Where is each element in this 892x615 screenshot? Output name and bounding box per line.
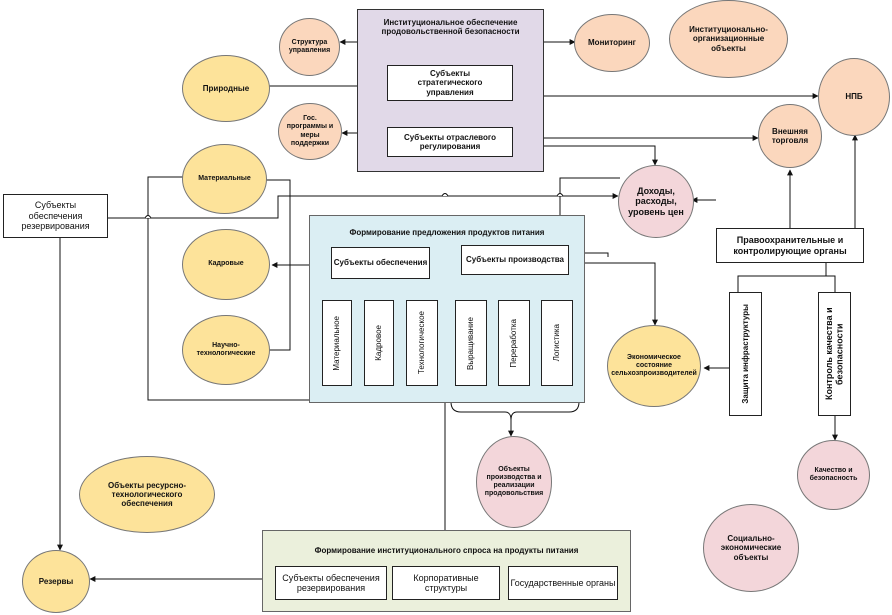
quality-safety-ellipse[interactable]: Качество и безопасность — [797, 440, 870, 510]
foreign-trade-ellipse[interactable]: Внешняя торговля — [758, 104, 822, 168]
personnel-ellipse[interactable]: Кадровые — [182, 229, 270, 300]
income-ellipse[interactable]: Доходы, расходы, уровень цен — [618, 165, 694, 238]
socio-economic-ellipse[interactable]: Социально-экономические объекты — [703, 504, 799, 592]
resource-objects-ellipse[interactable]: Объекты ресурсно-технологического обеспе… — [79, 456, 215, 533]
column-material[interactable]: Материальное — [322, 300, 352, 386]
demand-corporate-structures[interactable]: Корпоративные структуры — [392, 566, 500, 600]
inst-org-objects-ellipse[interactable]: Институционально-организационные объекты — [669, 0, 788, 78]
column-material-label: Материальное — [332, 315, 342, 371]
column-growing-label: Выращивание — [466, 316, 476, 370]
demand-government-bodies[interactable]: Государственные органы — [508, 566, 618, 600]
column-processing-label: Переработка — [509, 318, 519, 368]
economic-state-ellipse[interactable]: Экономическое состояние сельхозпроизводи… — [607, 325, 701, 407]
monitoring-ellipse[interactable]: Мониторинг — [574, 14, 650, 72]
column-growing[interactable]: Выращивание — [455, 300, 487, 386]
sci-tech-ellipse[interactable]: Научно-технологические — [182, 315, 270, 385]
infra-protection-box[interactable]: Защита инфраструктуры — [729, 292, 762, 416]
support-subjects-box[interactable]: Субъекты обеспечения — [331, 247, 430, 279]
demand-panel-title: Формирование институционального спроса н… — [314, 546, 579, 555]
reserves-ellipse[interactable]: Резервы — [22, 550, 90, 613]
infra-protection-label: Защита инфраструктуры — [740, 304, 750, 404]
natural-ellipse[interactable]: Природные — [182, 55, 270, 122]
column-logistics-label: Логистика — [552, 324, 562, 362]
column-processing[interactable]: Переработка — [498, 300, 530, 386]
quality-control-label: Контроль качества и безопасности — [824, 307, 845, 401]
material-ellipse[interactable]: Материальные — [182, 144, 267, 214]
supply-panel-title: Формирование предложения продуктов питан… — [349, 228, 545, 237]
institutional-panel-title: Институциональное обеспечение продовольс… — [381, 18, 520, 37]
column-technological-label: Технологическое — [417, 311, 427, 375]
law-enforcement-box[interactable]: Правоохранительные и контролирующие орга… — [716, 228, 864, 263]
quality-control-box[interactable]: Контроль качества и безопасности — [818, 292, 851, 416]
prod-objects-ellipse[interactable]: Объекты производства и реализации продов… — [476, 436, 552, 528]
production-subjects-box[interactable]: Субъекты производства — [461, 245, 569, 275]
npb-ellipse[interactable]: НПБ — [818, 58, 890, 136]
column-technological[interactable]: Технологическое — [406, 300, 438, 386]
demand-reserve-subjects[interactable]: Субъекты обеспечения резервирования — [275, 566, 387, 600]
reserve-subjects-box[interactable]: Субъекты обеспечения резервирования — [3, 194, 108, 238]
management-structure-ellipse[interactable]: Структура управления — [279, 18, 340, 76]
strategic-subjects-box[interactable]: Субъекты стратегического управления — [387, 65, 513, 101]
column-logistics[interactable]: Логистика — [541, 300, 573, 386]
gov-programs-ellipse[interactable]: Гос. программы и меры поддержки — [278, 103, 342, 160]
column-personnel[interactable]: Кадровое — [364, 300, 394, 386]
sectoral-subjects-box[interactable]: Субъекты отраслевого регулирования — [387, 127, 513, 157]
column-personnel-label: Кадровое — [374, 325, 384, 361]
